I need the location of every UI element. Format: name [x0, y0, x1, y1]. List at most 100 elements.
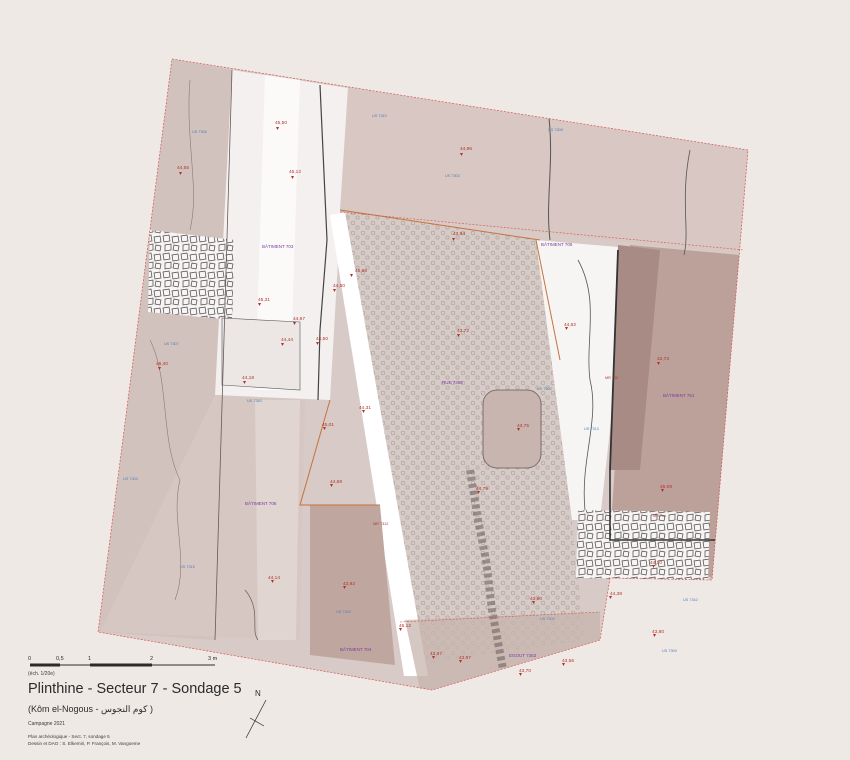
svg-text:43,72: 43,72: [457, 328, 469, 334]
elevation-marker: 43,72: [457, 328, 469, 337]
elevation-marker: 44,14: [268, 575, 280, 583]
svg-text:43,75: 43,75: [517, 423, 529, 429]
elevation-marker: 43,94: [452, 231, 465, 241]
us-label: US 7342: [683, 598, 698, 602]
elevation-marker: 45,31: [258, 297, 270, 306]
svg-text:44,50: 44,50: [333, 283, 345, 289]
svg-text:44,44: 44,44: [281, 337, 293, 343]
svg-text:43,70: 43,70: [519, 668, 531, 674]
us-labels: US 7306 US 7310 US 7308 US 7303 US 7307 …: [123, 114, 698, 653]
scale-tick-label: 0: [28, 656, 31, 662]
map-title: Plinthine - Secteur 7 - Sondage 5: [28, 681, 242, 697]
elevation-marker: 44,55: [177, 165, 189, 175]
svg-text:46,40: 46,40: [156, 361, 168, 367]
svg-text:44,14: 44,14: [268, 575, 280, 581]
us-label: US 7302: [537, 387, 552, 391]
elevation-marker: 44,38: [609, 591, 622, 599]
svg-text:45,09: 45,09: [660, 484, 672, 490]
building-label: BÂTIMENT 751: [663, 392, 695, 398]
elevation-marker: 43,70: [519, 668, 531, 676]
elevation-marker: 43,56: [562, 658, 574, 666]
elevation-marker: 44,44: [281, 337, 293, 346]
svg-text:44,62: 44,62: [564, 322, 576, 328]
svg-text:44,18: 44,18: [242, 375, 254, 381]
building-label: BÂTIMENT 705: [541, 241, 573, 247]
wall-label: MR 702: [605, 376, 618, 380]
scale-tick-label: 3 m: [208, 656, 218, 662]
building-label: BÂTIMENT 703: [262, 243, 294, 249]
elevation-marker: 44,31: [359, 405, 371, 413]
us-label: US 7308: [548, 128, 563, 132]
campaign-label: Campagne 2021: [28, 721, 65, 727]
us-label: US 7305: [336, 610, 351, 614]
scale-note: (éch. 1/20e): [28, 671, 55, 677]
scale-bar: 0 0,5 1 2 3 m: [28, 656, 218, 667]
elevation-marker: 44,18: [242, 375, 254, 384]
svg-text:42,73: 42,73: [657, 356, 669, 362]
svg-text:43,87: 43,87: [430, 651, 442, 657]
svg-text:43,80: 43,80: [652, 629, 664, 635]
us-label: US 7310: [372, 114, 387, 118]
building-label: RUE 7366: [442, 380, 463, 385]
svg-text:44,38: 44,38: [610, 591, 622, 597]
elevation-marker: 44,50: [333, 283, 345, 292]
svg-text:46,12: 46,12: [399, 623, 411, 629]
svg-text:43,94: 43,94: [453, 231, 465, 237]
svg-text:45,01: 45,01: [322, 422, 334, 428]
building-label: EGOUT 7363: [509, 653, 537, 658]
svg-text:44,31: 44,31: [359, 405, 371, 411]
elevation-marker: 43,97: [459, 655, 471, 663]
scale-tick-label: 1: [88, 656, 91, 662]
elevation-marker: 44,67: [293, 316, 305, 325]
svg-text:44,10: 44,10: [650, 560, 662, 566]
elevation-marker: 45,50: [275, 120, 287, 130]
us-label: US 7303: [445, 174, 460, 178]
trench-area: [98, 59, 748, 690]
svg-text:44,79: 44,79: [476, 486, 488, 492]
north-arrow-icon: [245, 699, 267, 739]
building-label: BÂTIMENT 706: [245, 500, 277, 506]
elevation-markers: 45,50 45,12 44,55 44,96 43,94 45,98 44,5…: [156, 120, 672, 676]
us-label: US 7306: [192, 130, 207, 134]
us-label: US 7300: [540, 617, 555, 621]
us-label: US 7340: [247, 399, 262, 403]
svg-text:44,55: 44,55: [177, 165, 189, 171]
elevation-marker: 44,69: [330, 479, 342, 487]
credit-line: Plan archéologique - Sect. 7, sondage 5: [28, 734, 110, 739]
svg-text:43,56: 43,56: [562, 658, 574, 664]
svg-text:43,92: 43,92: [343, 581, 355, 587]
elevation-marker: 45,98: [350, 268, 367, 277]
us-label: US 7304: [123, 477, 138, 481]
elevation-marker: 46,12: [399, 623, 411, 631]
elevation-marker: 42,73: [657, 356, 669, 365]
svg-text:45,50: 45,50: [275, 120, 287, 126]
wall-label: MR 7xx: [653, 514, 666, 518]
elevation-marker: 46,40: [156, 361, 168, 370]
elevation-marker: 44,79: [476, 486, 488, 494]
us-label: US 7309: [662, 649, 677, 653]
us-label: US 7313: [584, 427, 599, 431]
credit-line: Dessin et DAO : S. Elkemiri, P. François…: [28, 741, 141, 746]
elevation-marker: 44,62: [564, 322, 576, 330]
svg-text:43,90: 43,90: [530, 596, 542, 602]
wall-label: MR 7312: [373, 522, 388, 526]
elevation-marker: 43,90: [530, 596, 542, 604]
svg-text:44,50: 44,50: [316, 336, 328, 342]
svg-text:45,12: 45,12: [289, 169, 301, 175]
elevation-marker: 44,96: [460, 146, 472, 156]
svg-text:43,97: 43,97: [459, 655, 471, 661]
scale-tick-label: 2: [150, 656, 153, 662]
elevation-marker: 45,01: [322, 422, 334, 430]
us-label: US 7307: [164, 342, 179, 346]
elevation-marker: 43,80: [652, 629, 664, 637]
svg-text:44,67: 44,67: [293, 316, 305, 322]
elevation-marker: 45,12: [289, 169, 301, 179]
elevation-marker: 44,50: [316, 336, 328, 345]
us-label: US 7315: [180, 565, 195, 569]
trench-outline: [97, 58, 749, 691]
elevation-marker: 43,87: [430, 651, 442, 659]
elevation-marker: 43,75: [517, 423, 529, 431]
svg-text:44,69: 44,69: [330, 479, 342, 485]
